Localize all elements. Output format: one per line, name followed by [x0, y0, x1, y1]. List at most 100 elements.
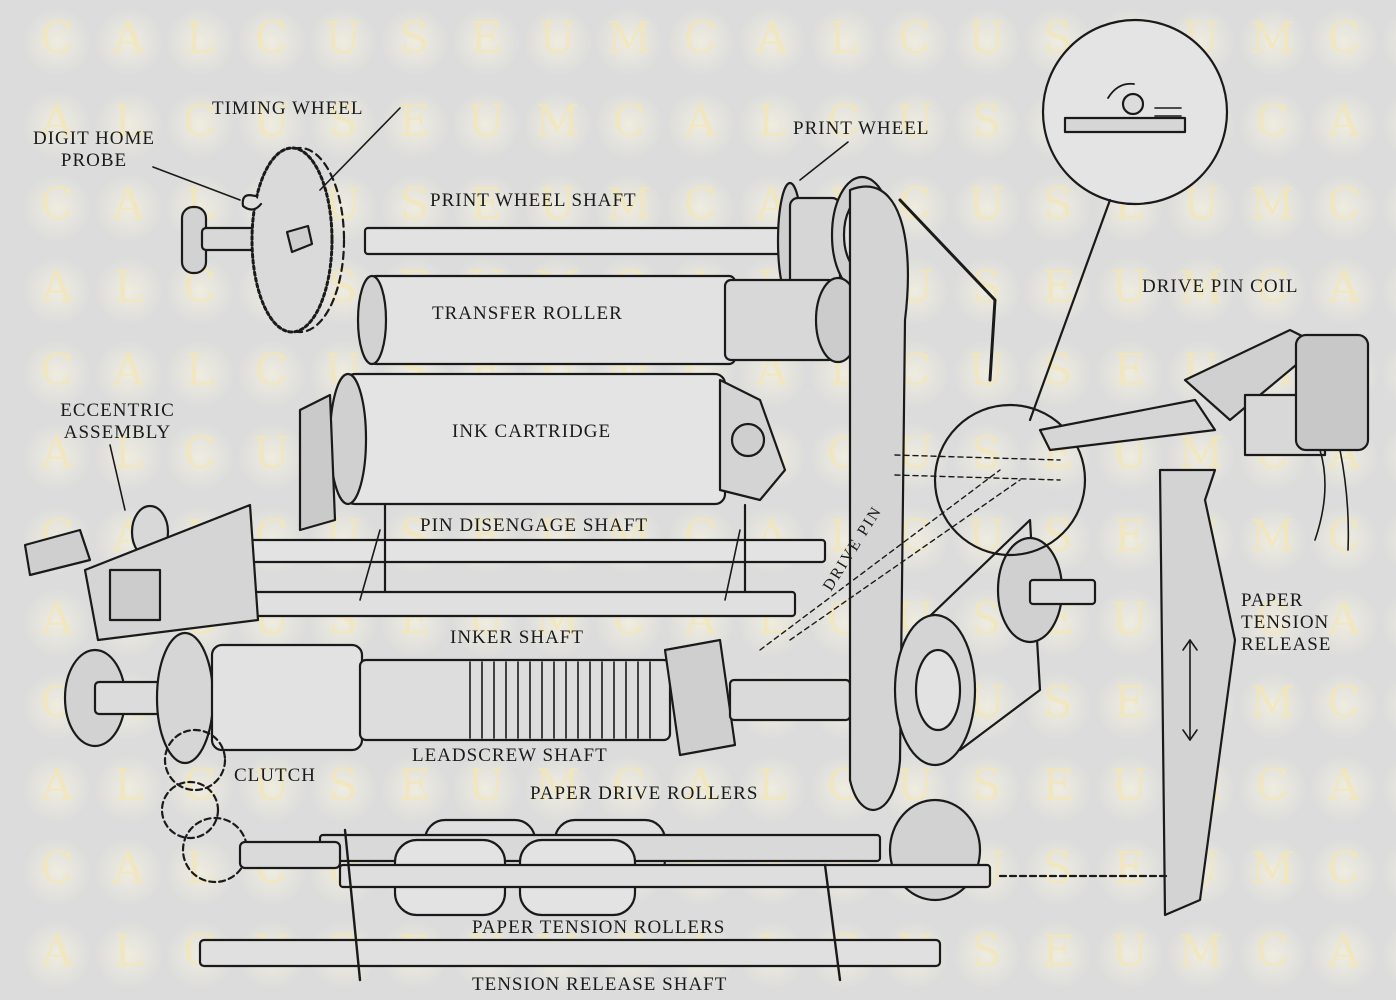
watermark-glow	[737, 7, 807, 77]
watermark-letter: C	[1327, 843, 1361, 894]
watermark-glow	[951, 173, 1022, 243]
watermark-letter: S	[327, 96, 359, 147]
watermark-glow	[379, 754, 450, 824]
watermark-glow	[1023, 837, 1093, 907]
watermark-letter: C	[183, 428, 217, 479]
label-eccentric-assembly: ECCENTRIC ASSEMBLY	[40, 400, 195, 444]
label-paper-tension-release-line-1: PAPER	[1241, 590, 1304, 611]
leadscrew-shaft	[63, 631, 852, 765]
watermark-letter: A	[112, 345, 145, 396]
watermark-letter: U	[1110, 594, 1149, 645]
watermark-glow	[165, 90, 235, 160]
watermark-letter: E	[469, 179, 503, 230]
watermark-letter: S	[971, 96, 1002, 147]
watermark-glow	[522, 754, 593, 824]
watermark-glow	[93, 339, 164, 409]
watermark-glow	[1094, 339, 1165, 409]
watermark-letter: C	[40, 179, 74, 230]
watermark-letter: C	[1327, 677, 1361, 728]
watermark-letter: E	[1041, 760, 1075, 811]
watermark-letter: A	[756, 13, 788, 64]
watermark-glow	[22, 588, 92, 658]
watermark-letter: M	[1249, 179, 1296, 230]
watermark-letter: A	[1328, 96, 1360, 147]
watermark-letter: C	[683, 179, 718, 230]
watermark-letter: L	[185, 345, 215, 396]
watermark-glow	[1166, 920, 1236, 990]
watermark-letter: L	[113, 428, 144, 479]
label-clutch: CLUTCH	[234, 765, 316, 786]
label-eccentric-assembly-line-2: ASSEMBLY	[63, 421, 172, 443]
watermark-glow	[1309, 920, 1379, 990]
watermark-letter: A	[41, 96, 73, 147]
watermark-letter: A	[1328, 594, 1360, 645]
watermark-letter: S	[1042, 843, 1074, 894]
label-paper-drive-rollers: PAPER DRIVE ROLLERS	[530, 783, 759, 804]
watermark-letter: S	[1042, 677, 1074, 728]
watermark-letter: U	[538, 179, 577, 230]
watermark-letter: U	[1110, 760, 1149, 811]
watermark-letter: C	[40, 13, 74, 64]
watermark-glow	[1094, 256, 1165, 326]
watermark-letter: E	[1041, 262, 1075, 313]
watermark-letter: S	[1042, 179, 1074, 230]
watermark-glow	[1237, 7, 1308, 77]
watermark-letter: M	[1178, 926, 1224, 977]
watermark-letter: S	[971, 926, 1002, 977]
watermark-letter: A	[112, 843, 145, 894]
watermark-glow	[22, 920, 92, 990]
watermark-letter: M	[1249, 511, 1296, 562]
watermark-letter: A	[41, 262, 73, 313]
watermark-letter: S	[971, 760, 1002, 811]
watermark-letter: U	[1110, 926, 1149, 977]
watermark-glow	[1094, 671, 1165, 741]
watermark-glow	[22, 422, 92, 492]
watermark-glow	[22, 754, 92, 824]
watermark-glow	[1237, 671, 1308, 741]
watermark-letter: A	[41, 760, 73, 811]
watermark-letter: A	[112, 179, 145, 230]
watermark-letter: C	[183, 96, 217, 147]
watermark-glow	[1023, 920, 1093, 990]
watermark-glow	[451, 754, 521, 824]
watermark-letter: E	[1113, 511, 1146, 562]
watermark-letter: C	[1255, 760, 1290, 811]
watermark-glow	[1094, 920, 1165, 990]
watermark-glow	[93, 90, 164, 160]
eccentric-assembly	[23, 503, 260, 642]
watermark-letter: E	[469, 13, 503, 64]
watermark-glow	[594, 7, 664, 77]
watermark-letter: U	[967, 345, 1006, 396]
watermark-glow	[1023, 671, 1093, 741]
watermark-glow	[165, 422, 235, 492]
watermark-glow	[93, 754, 164, 824]
watermark-glow	[379, 7, 450, 77]
watermark-letter: M	[534, 96, 581, 147]
watermark-glow	[451, 90, 521, 160]
watermark-letter: C	[1327, 179, 1361, 230]
watermark-glow	[236, 7, 307, 77]
watermark-letter: A	[41, 926, 73, 977]
watermark-letter: L	[113, 96, 144, 147]
watermark-glow	[1023, 256, 1093, 326]
watermark-letter: U	[538, 13, 577, 64]
watermark-letter: E	[1113, 677, 1146, 728]
watermark-letter: L	[757, 760, 787, 811]
timing-wheel-assembly	[180, 146, 346, 334]
watermark-glow	[22, 256, 92, 326]
watermark-glow	[93, 837, 164, 907]
watermark-glow	[1237, 837, 1308, 907]
watermark-glow	[594, 754, 664, 824]
watermark-glow	[93, 256, 164, 326]
watermark-letter: U	[896, 96, 934, 147]
label-digit-home-probe-line-1: DIGIT HOME	[32, 128, 156, 149]
label-print-wheel: PRINT WHEEL	[793, 118, 930, 139]
label-paper-tension-release: PAPER TENSION RELEASE	[1241, 590, 1331, 656]
watermark-letter: U	[324, 13, 362, 64]
watermark-letter: C	[826, 96, 861, 147]
watermark-glow	[880, 90, 950, 160]
drive-pin-coil	[1038, 328, 1370, 551]
watermark-letter: C	[254, 13, 289, 64]
label-leadscrew-shaft: LEADSCREW SHAFT	[412, 745, 608, 766]
